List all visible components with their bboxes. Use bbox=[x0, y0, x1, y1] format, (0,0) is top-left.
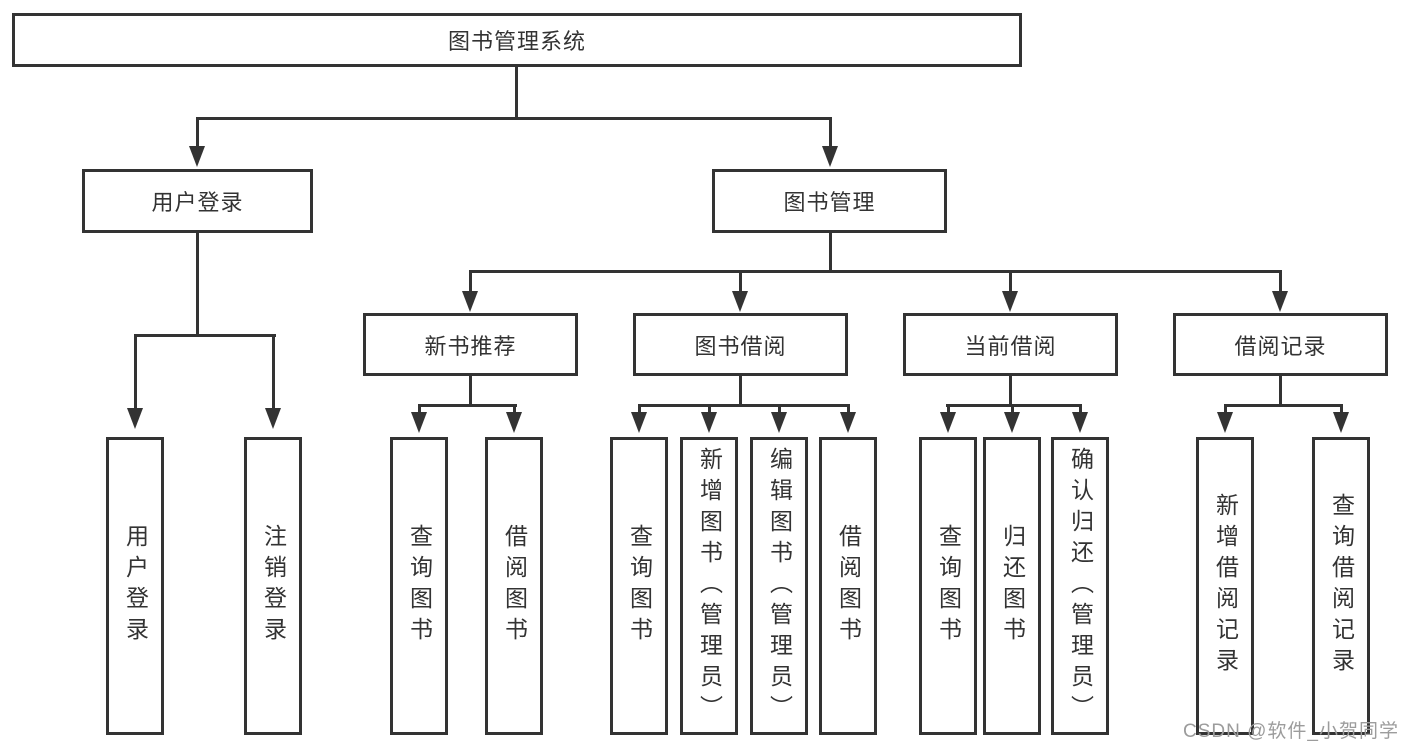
leaf-label: 注销登录 bbox=[260, 524, 287, 648]
connector-line bbox=[847, 404, 850, 414]
connector-line bbox=[739, 375, 742, 406]
connector-line bbox=[469, 375, 472, 406]
leaf-edit-book-admin: 编辑图书（管理员） bbox=[750, 437, 808, 735]
leaf-label: 借阅图书 bbox=[835, 524, 862, 648]
arrowhead-down-icon bbox=[411, 412, 427, 433]
connector-line bbox=[272, 334, 275, 410]
leaf-add-book-admin: 新增图书（管理员） bbox=[680, 437, 738, 735]
connector-line bbox=[1009, 270, 1012, 293]
connector-line bbox=[515, 66, 518, 119]
leaf-label: 确认归还（管理员） bbox=[1067, 446, 1094, 726]
connector-line bbox=[829, 232, 832, 273]
leaf-label: 归还图书 bbox=[999, 524, 1026, 648]
connector-line bbox=[196, 232, 199, 335]
connector-line bbox=[1079, 404, 1082, 414]
csdn-watermark: CSDN @软件_小贺同学 bbox=[1183, 721, 1399, 742]
arrowhead-down-icon bbox=[1004, 412, 1020, 433]
node-book-management: 图书管理 bbox=[712, 169, 947, 233]
arrowhead-down-icon bbox=[732, 291, 748, 312]
node-user-login: 用户登录 bbox=[82, 169, 313, 233]
node-borrow-records: 借阅记录 bbox=[1173, 313, 1388, 376]
connector-line bbox=[1279, 375, 1282, 406]
arrowhead-down-icon bbox=[1002, 291, 1018, 312]
leaf-borrow-query-books: 查询图书 bbox=[610, 437, 668, 735]
leaf-label: 新增图书（管理员） bbox=[696, 446, 723, 726]
connector-line bbox=[418, 404, 421, 414]
leaf-confirm-return-admin: 确认归还（管理员） bbox=[1051, 437, 1109, 735]
leaf-label: 查询借阅记录 bbox=[1328, 493, 1355, 679]
connector-line bbox=[513, 404, 516, 414]
arrowhead-down-icon bbox=[701, 412, 717, 433]
connector-line bbox=[829, 117, 832, 148]
connector-line bbox=[469, 270, 1282, 273]
leaf-label: 查询图书 bbox=[935, 524, 962, 648]
connector-line bbox=[1340, 404, 1343, 414]
node-current-borrow: 当前借阅 bbox=[903, 313, 1118, 376]
connector-line bbox=[1279, 270, 1282, 293]
node-book-borrow: 图书借阅 bbox=[633, 313, 848, 376]
arrowhead-down-icon bbox=[1217, 412, 1233, 433]
leaf-label: 借阅图书 bbox=[501, 524, 528, 648]
arrowhead-down-icon bbox=[506, 412, 522, 433]
arrowhead-down-icon bbox=[940, 412, 956, 433]
leaf-recommend-borrow-books: 借阅图书 bbox=[485, 437, 543, 735]
leaf-user-login: 用户登录 bbox=[106, 437, 164, 735]
connector-line bbox=[134, 334, 276, 337]
connector-line bbox=[739, 270, 742, 293]
connector-line bbox=[418, 404, 517, 407]
arrowhead-down-icon bbox=[462, 291, 478, 312]
connector-line bbox=[1009, 375, 1012, 406]
arrowhead-down-icon bbox=[1272, 291, 1288, 312]
connector-line bbox=[1224, 404, 1227, 414]
leaf-recommend-query-books: 查询图书 bbox=[390, 437, 448, 735]
arrowhead-down-icon bbox=[127, 408, 143, 429]
connector-line bbox=[638, 404, 641, 414]
arrowhead-down-icon bbox=[1072, 412, 1088, 433]
arrowhead-down-icon bbox=[840, 412, 856, 433]
arrowhead-down-icon bbox=[771, 412, 787, 433]
arrowhead-down-icon bbox=[631, 412, 647, 433]
leaf-label: 编辑图书（管理员） bbox=[766, 446, 793, 726]
connector-line bbox=[708, 404, 711, 414]
connector-line bbox=[778, 404, 781, 414]
leaf-label: 新增借阅记录 bbox=[1212, 493, 1239, 679]
connector-line bbox=[1011, 404, 1014, 414]
arrowhead-down-icon bbox=[1333, 412, 1349, 433]
arrowhead-down-icon bbox=[822, 146, 838, 167]
leaf-return-book: 归还图书 bbox=[983, 437, 1041, 735]
connector-line bbox=[196, 117, 832, 120]
leaf-add-borrow-record: 新增借阅记录 bbox=[1196, 437, 1254, 735]
leaf-label: 查询图书 bbox=[626, 524, 653, 648]
leaf-logout: 注销登录 bbox=[244, 437, 302, 735]
leaf-current-query-books: 查询图书 bbox=[919, 437, 977, 735]
connector-line bbox=[638, 404, 850, 407]
leaf-label: 用户登录 bbox=[122, 524, 149, 648]
connector-line bbox=[469, 270, 472, 293]
connector-line bbox=[947, 404, 950, 414]
arrowhead-down-icon bbox=[265, 408, 281, 429]
connector-line bbox=[134, 334, 137, 410]
node-root-library-system: 图书管理系统 bbox=[12, 13, 1022, 67]
connector-line bbox=[946, 404, 1082, 407]
leaf-borrow-book: 借阅图书 bbox=[819, 437, 877, 735]
arrowhead-down-icon bbox=[189, 146, 205, 167]
node-new-book-recommend: 新书推荐 bbox=[363, 313, 578, 376]
connector-line bbox=[196, 117, 199, 148]
leaf-query-borrow-record: 查询借阅记录 bbox=[1312, 437, 1370, 735]
connector-line bbox=[1224, 404, 1342, 407]
leaf-label: 查询图书 bbox=[406, 524, 433, 648]
